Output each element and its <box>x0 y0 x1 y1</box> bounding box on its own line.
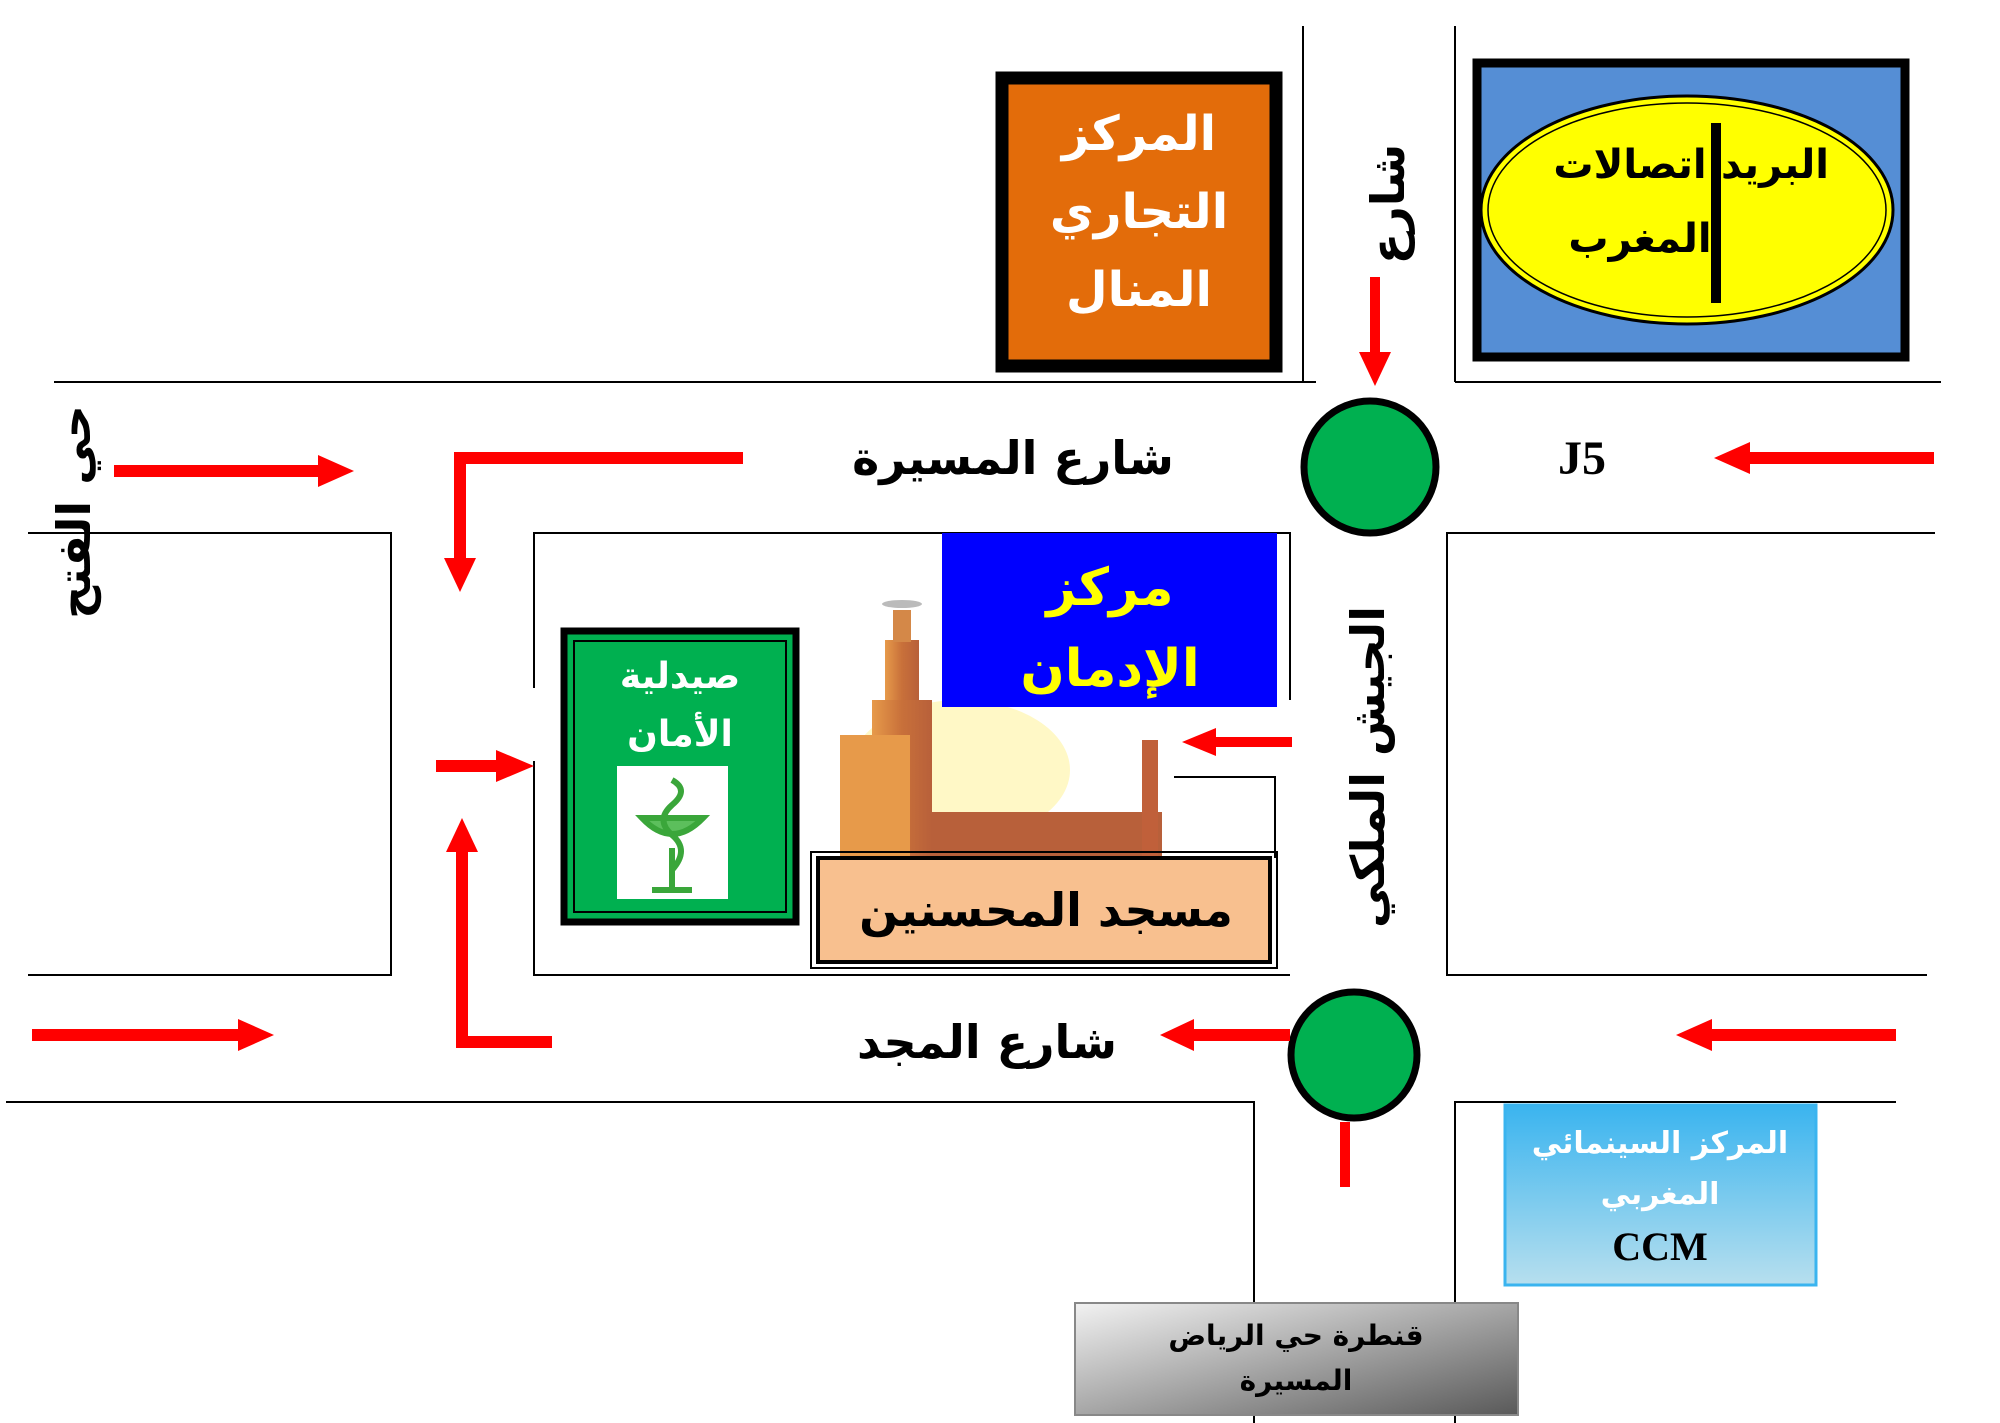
arrow-turn-down-icon <box>444 452 743 592</box>
street-label-j5: J5 <box>1558 432 1606 485</box>
arrow-down-icon <box>1359 277 1391 386</box>
ccm-label-3: CCM <box>1612 1224 1708 1269</box>
arrow-left-icon <box>1676 1019 1896 1051</box>
post-label: البريد <box>1721 142 1829 188</box>
district-label-hay-fath: حي الفتح <box>47 405 101 619</box>
street-label-massira: شارع المسيرة <box>852 431 1174 485</box>
roundabout-bottom <box>1287 988 1421 1122</box>
arrow-right-icon <box>436 750 534 782</box>
bridge-label-1: قنطرة حي الرياض <box>1168 1319 1423 1352</box>
traffic-arrows <box>32 277 1934 1051</box>
street-label-royal-army: الجيش الملكي <box>1341 606 1395 928</box>
bridge-label-2: المسيرة <box>1240 1364 1353 1397</box>
addiction-label-2: الإدمان <box>1020 639 1199 699</box>
pharmacy-label-1: صيدلية <box>620 656 740 697</box>
pharmacy-symbol-icon <box>635 777 711 893</box>
arrow-right-icon <box>114 455 354 487</box>
telecom-label-1: اتصالات <box>1553 142 1706 188</box>
mall-label-3: المنال <box>1066 262 1212 318</box>
roundabout-top <box>1300 397 1440 537</box>
ccm-label-2: المغربي <box>1601 1177 1720 1212</box>
addiction-label-1: مركز <box>1043 558 1173 618</box>
pharmacy-label-2: الأمان <box>627 711 733 755</box>
post-telecom-block: البريد اتصالات المغرب <box>1472 58 1910 362</box>
street-label-majd: شارع المجد <box>857 1015 1117 1069</box>
addiction-center-block: مركز الإدمان <box>942 533 1277 707</box>
ccm-block: المركز السينمائي المغربي CCM <box>1503 1103 1818 1287</box>
mosque-icon <box>840 600 1162 858</box>
mosque-label: مسجد المحسنين <box>859 883 1233 937</box>
arrow-left-icon <box>1714 442 1934 474</box>
arrow-left-icon <box>1182 728 1292 756</box>
arrow-right-icon <box>32 1019 274 1051</box>
mall-block: المركز التجاري المنال <box>995 71 1283 373</box>
mall-label-1: المركز <box>1060 106 1216 162</box>
pharmacy-block: صيدلية الأمان <box>560 627 800 926</box>
ccm-label-1: المركز السينمائي <box>1532 1126 1788 1161</box>
telecom-label-2: المغرب <box>1568 216 1711 262</box>
arrow-left-icon <box>1160 1019 1290 1051</box>
street-label-vertical-top: شارع <box>1361 144 1415 264</box>
bridge-block: قنطرة حي الرياض المسيرة <box>1074 1302 1519 1416</box>
mall-label-2: التجاري <box>1050 184 1228 240</box>
mosque-block: مسجد المحسنين <box>810 851 1278 969</box>
arrow-turn-up-icon <box>446 818 552 1048</box>
